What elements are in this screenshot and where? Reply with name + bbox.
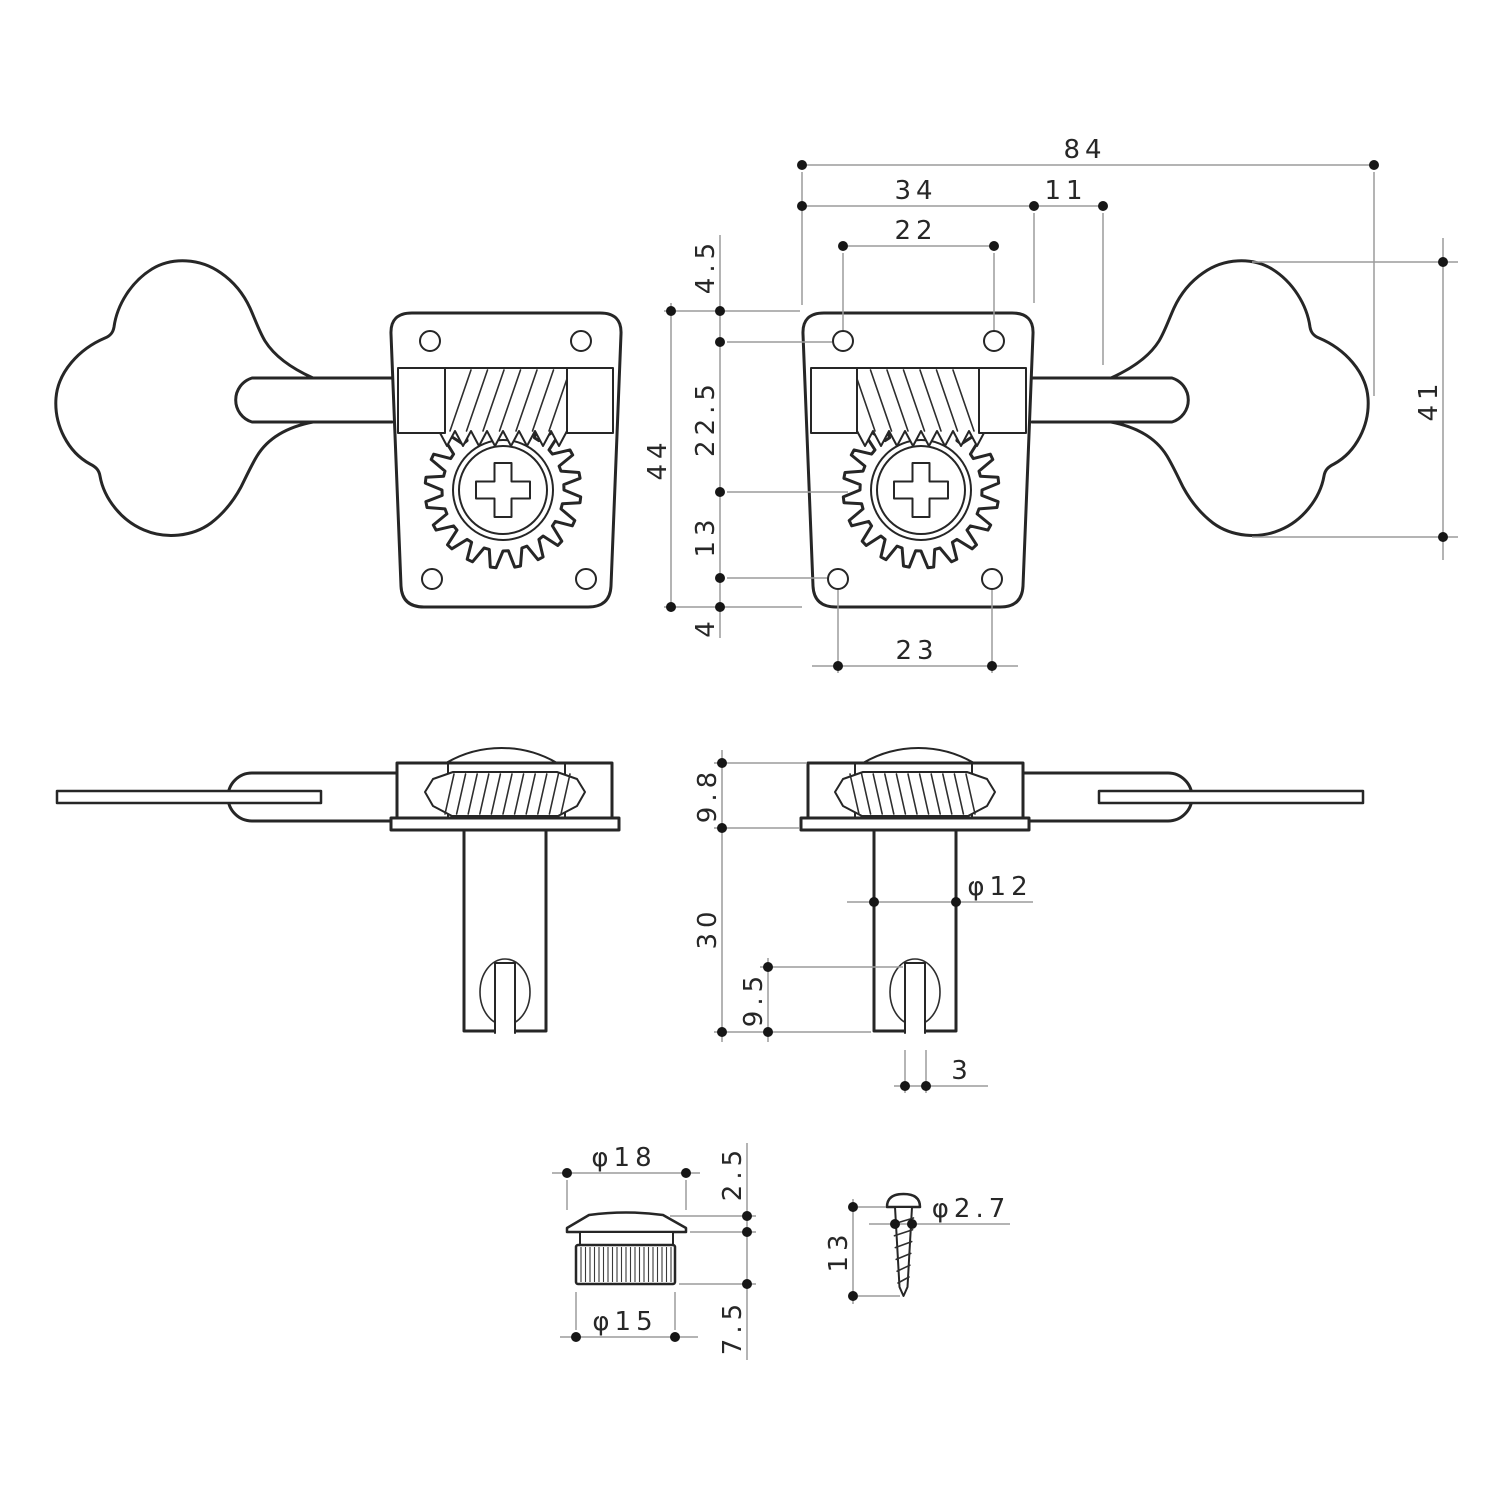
dimension-dot [715,602,725,612]
dim-screw-thread-diameter: φ2.7 [932,1194,1011,1224]
dimension-dot [1369,160,1379,170]
dimension-dot [848,1291,858,1301]
dim-flange-height: 2.5 [718,1145,748,1201]
dimension-dot [921,1081,931,1091]
dimension-dot [797,201,807,211]
side-view-left [55,746,621,1035]
dim-plate-top-to-upper-hole: 4.5 [691,238,721,294]
thread-line [896,1264,911,1272]
thread-line [894,1240,913,1249]
dim-post-diameter: φ12 [967,872,1032,902]
dimension-dot [907,1219,917,1229]
screw-shank [894,1206,913,1297]
dimension-dot [670,1332,680,1342]
dimension-geometry [552,160,1458,1360]
dimension-dot [742,1227,752,1237]
dim-lower-hole-spacing: 23 [895,636,938,666]
dimension-dot [951,897,961,907]
bushing-flange [565,1211,688,1234]
dim-housing-height: 9.8 [693,767,723,823]
dim-string-slot-width: 3 [951,1056,973,1086]
front-view-left [54,259,623,609]
dim-upper-hole-spacing: 22 [894,216,937,246]
dim-flange-diameter: φ18 [591,1143,656,1173]
dimension-dot [833,661,843,671]
dim-post-length: 30 [693,906,723,949]
dimension-dot [989,241,999,251]
side-view-right [799,746,1365,1035]
dim-bushing-body-height: 7.5 [718,1299,748,1355]
dim-plate-height: 44 [643,437,673,480]
dimension-dot [717,1027,727,1037]
bushing-view [565,1211,688,1286]
front-view-right [801,259,1370,609]
dimension-dot [742,1279,752,1289]
dimension-dot [717,758,727,768]
dimension-dot [715,337,725,347]
dim-bushing-body-diameter: φ15 [592,1307,657,1337]
dimension-dot [715,573,725,583]
thread-line [895,1252,912,1261]
dim-plate-width: 34 [894,176,937,206]
dimension-dot [1438,532,1448,542]
dimension-labels: 84 34 11 22 4.5 22.5 13 4 44 23 41 9.8 3… [591,135,1444,1355]
dimension-dot [848,1202,858,1212]
dimension-dot [869,897,879,907]
mounting-screw-view [885,1192,922,1297]
bushing-knurling [580,1247,672,1282]
dimension-dot [900,1081,910,1091]
dimension-dot [562,1168,572,1178]
dimension-dot [1098,201,1108,211]
dimension-dot [666,602,676,612]
dimension-dot [742,1211,752,1221]
dimension-dot [797,160,807,170]
dimension-dot [838,241,848,251]
dim-overall-width: 84 [1063,135,1106,165]
thread-line [897,1276,910,1284]
dimension-dot [1029,201,1039,211]
dim-upper-hole-to-gear-center: 22.5 [691,379,721,457]
bushing-neck [579,1231,674,1246]
dimension-dot [715,306,725,316]
dimension-dot [715,487,725,497]
dimension-dot [763,962,773,972]
screw-head [885,1192,922,1209]
dimension-dot [666,306,676,316]
dim-lower-hole-to-plate-bottom: 4 [691,616,721,638]
dimension-dot [571,1332,581,1342]
dimension-dot [681,1168,691,1178]
dim-button-height: 41 [1414,378,1444,421]
dimension-dot [717,823,727,833]
dim-gear-center-to-lower-hole: 13 [691,514,721,557]
dimension-dot [1438,257,1448,267]
thread-line [893,1229,914,1237]
dimension-dot [763,1027,773,1037]
dim-string-slot-depth: 9.5 [739,971,769,1027]
dimension-dot [890,1219,900,1229]
dim-screw-thread-length: 13 [824,1229,854,1272]
dimension-dot [987,661,997,671]
dim-plate-to-button-gap: 11 [1044,176,1087,206]
